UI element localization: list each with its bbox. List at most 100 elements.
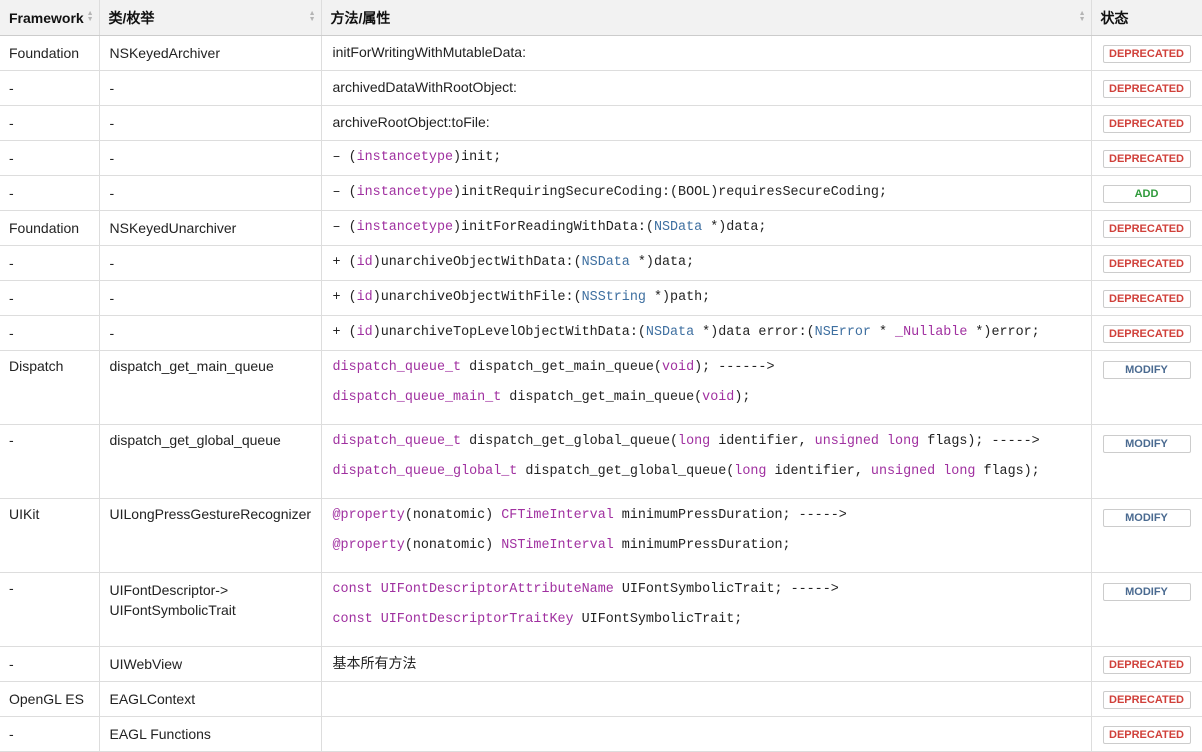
code-text: dispatch_get_global_queue(: [461, 434, 679, 449]
code-text: *)path;: [645, 290, 711, 305]
cell-framework: -: [0, 572, 100, 647]
code-keyword: id: [356, 255, 373, 270]
code-text: UIFontSymbolicTrait; ----->: [613, 582, 839, 597]
code-keyword: long: [887, 434, 920, 449]
code-keyword: void: [702, 390, 735, 405]
code-type: NSString: [581, 290, 646, 305]
table-row: --– (instancetype)init;DEPRECATED: [0, 140, 1202, 176]
code-keyword: instancetype: [356, 150, 454, 165]
code-keyword: instancetype: [356, 220, 454, 235]
cell-status: MODIFY: [1091, 572, 1202, 647]
method-line: @property(nonatomic) NSTimeInterval mini…: [333, 536, 1091, 556]
status-badge: ADD: [1102, 184, 1191, 203]
code-text: flags);: [975, 464, 1040, 479]
cell-framework: OpenGL ES: [0, 681, 100, 717]
method-line: archiveRootObject:toFile:: [333, 112, 1091, 135]
cell-status: MODIFY: [1091, 350, 1202, 425]
method-line: + (id)unarchiveTopLevelObjectWithData:(N…: [333, 323, 1091, 343]
code-keyword: void: [661, 360, 695, 375]
status-badge: DEPRECATED: [1102, 149, 1191, 168]
cell-method: @property(nonatomic) CFTimeInterval mini…: [321, 498, 1092, 573]
cell-status: DEPRECATED: [1091, 280, 1202, 316]
method-line: 基本所有方法: [333, 653, 1091, 676]
status-badge: DEPRECATED: [1102, 44, 1191, 63]
cell-class: -: [99, 245, 322, 281]
code-text: – (: [332, 185, 357, 200]
cell-framework: -: [0, 175, 100, 211]
cell-class: NSKeyedUnarchiver: [99, 210, 322, 246]
cell-method: dispatch_queue_t dispatch_get_main_queue…: [321, 350, 1092, 425]
cell-status: DEPRECATED: [1091, 646, 1202, 682]
cell-method: initForWritingWithMutableData:: [321, 35, 1092, 71]
code-keyword: long: [678, 434, 711, 449]
code-keyword: dispatch_queue_t: [332, 434, 462, 449]
code-keyword: UIFontDescriptorTraitKey: [380, 612, 574, 627]
code-keyword: @property: [332, 538, 405, 553]
cell-status: ADD: [1091, 175, 1202, 211]
table-row: --+ (id)unarchiveObjectWithFile:(NSStrin…: [0, 280, 1202, 316]
status-badge: DEPRECATED: [1102, 114, 1191, 133]
sort-icon[interactable]: ▲▼: [308, 10, 316, 23]
code-text: *)data error:(: [694, 325, 815, 340]
cell-method: const UIFontDescriptorAttributeName UIFo…: [321, 572, 1092, 647]
cell-class: EAGL Functions: [99, 716, 322, 752]
cell-class: dispatch_get_global_queue: [99, 424, 322, 499]
status-badge: DEPRECATED: [1102, 324, 1191, 343]
code-keyword: dispatch_queue_t: [332, 360, 462, 375]
column-header-framework[interactable]: Framework▲▼: [0, 0, 100, 36]
column-header-status[interactable]: 状态: [1091, 0, 1202, 36]
code-text: )unarchiveObjectWithData:(: [372, 255, 582, 270]
cell-method: dispatch_queue_t dispatch_get_global_que…: [321, 424, 1092, 499]
method-line: dispatch_queue_t dispatch_get_global_que…: [333, 432, 1091, 462]
method-line: const UIFontDescriptorTraitKey UIFontSym…: [333, 610, 1091, 630]
cell-status: MODIFY: [1091, 498, 1202, 573]
code-keyword: long: [734, 464, 767, 479]
code-text: (nonatomic): [404, 538, 502, 553]
code-text: minimumPressDuration;: [613, 538, 791, 553]
cell-framework: -: [0, 315, 100, 351]
code-text: archivedDataWithRootObject:: [332, 78, 517, 95]
cell-method: archivedDataWithRootObject:: [321, 70, 1092, 106]
cell-class: -: [99, 105, 322, 141]
cell-method: – (instancetype)init;: [321, 140, 1092, 176]
column-header-method[interactable]: 方法/属性▲▼: [321, 0, 1092, 36]
code-keyword: @property: [332, 508, 405, 523]
status-badge: DEPRECATED: [1102, 219, 1191, 238]
code-text: dispatch_get_main_queue(: [501, 390, 703, 405]
code-keyword: _Nullable: [895, 325, 968, 340]
status-badge: MODIFY: [1102, 509, 1191, 527]
code-text: [373, 582, 381, 597]
sort-icon[interactable]: ▲▼: [86, 10, 94, 23]
status-badge: DEPRECATED: [1102, 254, 1191, 273]
method-line: archivedDataWithRootObject:: [333, 77, 1091, 100]
class-name-line: UIFontDescriptor->: [109, 582, 229, 598]
cell-framework: -: [0, 424, 100, 499]
code-text: initForWritingWithMutableData:: [332, 43, 526, 60]
status-badge: DEPRECATED: [1102, 79, 1191, 98]
code-text: dispatch_get_global_queue(: [517, 464, 735, 479]
cell-method: – (instancetype)initRequiringSecureCodin…: [321, 175, 1092, 211]
cell-method: + (id)unarchiveObjectWithData:(NSData *)…: [321, 245, 1092, 281]
cell-class: NSKeyedArchiver: [99, 35, 322, 71]
cell-framework: UIKit: [0, 498, 100, 573]
cell-framework: Foundation: [0, 210, 100, 246]
method-line: const UIFontDescriptorAttributeName UIFo…: [333, 580, 1091, 610]
column-header-class[interactable]: 类/枚举▲▼: [99, 0, 322, 36]
code-text: [373, 612, 381, 627]
sort-icon[interactable]: ▲▼: [1078, 10, 1086, 23]
code-text: 基本所有方法: [332, 654, 417, 671]
code-keyword: long: [943, 464, 976, 479]
code-keyword: unsigned: [870, 464, 936, 479]
status-badge: MODIFY: [1102, 583, 1191, 601]
code-keyword: CFTimeInterval: [501, 508, 614, 523]
code-text: – (: [332, 150, 357, 165]
cell-status: MODIFY: [1091, 424, 1202, 499]
cell-class: -: [99, 70, 322, 106]
table-row: --+ (id)unarchiveObjectWithData:(NSData …: [0, 245, 1202, 281]
cell-status: DEPRECATED: [1091, 105, 1202, 141]
code-text: + (: [332, 290, 357, 305]
